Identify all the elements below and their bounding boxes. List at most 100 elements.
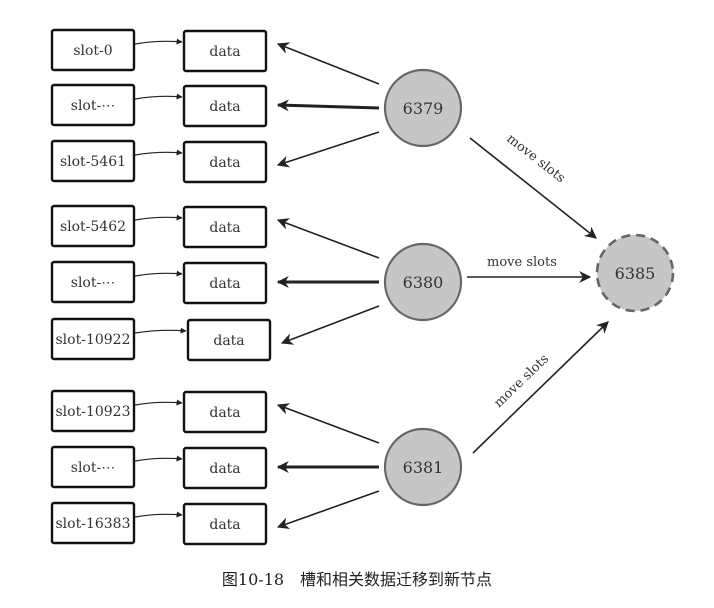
data-box-rect[interactable] bbox=[182, 446, 268, 490]
slot-label: slot-⋯ bbox=[71, 275, 115, 291]
node-6379[interactable]: 6379 bbox=[383, 68, 463, 148]
slot-row: slot-5461 data bbox=[50, 139, 268, 184]
node-label: 6380 bbox=[403, 273, 444, 292]
slot-to-data-arrow bbox=[134, 399, 183, 406]
slot-label: slot-10923 bbox=[56, 404, 131, 420]
slot-to-data-arrow bbox=[134, 455, 183, 462]
slot-label: slot-5461 bbox=[60, 154, 126, 170]
node-circle[interactable] bbox=[383, 242, 463, 322]
slot-box[interactable]: slot-16383 bbox=[50, 501, 136, 545]
slot-row: slot-0 data bbox=[50, 28, 268, 73]
move-arrow-6379 bbox=[469, 137, 597, 239]
source-nodes: 6379 6380 6381 bbox=[383, 68, 463, 507]
slot-box[interactable]: slot-⋯ bbox=[50, 260, 136, 304]
slot-to-data-arrow bbox=[134, 511, 183, 518]
edge-label-6381: move slots bbox=[491, 352, 552, 411]
data-box-rect[interactable] bbox=[182, 261, 268, 305]
data-label: data bbox=[209, 220, 240, 236]
target-node-circle[interactable] bbox=[595, 233, 675, 313]
data-box-rect[interactable] bbox=[182, 205, 268, 249]
node-circle[interactable] bbox=[383, 68, 463, 148]
node-label: 6379 bbox=[403, 99, 444, 118]
slot-to-data-arrow bbox=[134, 38, 183, 45]
node-circle[interactable] bbox=[383, 427, 463, 507]
figure-caption: 图10-18 槽和相关数据迁移到新节点 bbox=[221, 570, 493, 589]
slot-row: slot-16383 data bbox=[50, 501, 268, 546]
data-box-rect[interactable] bbox=[182, 84, 268, 128]
data-box[interactable]: data bbox=[182, 261, 268, 305]
data-box[interactable]: data bbox=[182, 502, 268, 546]
slot-row: slot-10923 data bbox=[50, 389, 268, 434]
node-to-data-arrows bbox=[276, 42, 380, 530]
slot-row: slot-10922 data bbox=[50, 317, 272, 362]
node-to-data-arrow bbox=[276, 403, 380, 444]
node-to-data-arrow bbox=[280, 305, 380, 345]
node-6381[interactable]: 6381 bbox=[383, 427, 463, 507]
slot-box[interactable]: slot-⋯ bbox=[50, 83, 136, 127]
slot-to-data-arrow bbox=[134, 93, 183, 100]
slot-label: slot-10922 bbox=[56, 332, 131, 348]
data-box[interactable]: data bbox=[182, 446, 268, 490]
slot-label: slot-⋯ bbox=[71, 460, 115, 476]
slot-box-rect[interactable] bbox=[50, 139, 136, 183]
edge-label-6379: move slots bbox=[504, 131, 568, 186]
slot-row: slot-⋯ data bbox=[50, 445, 268, 490]
data-box[interactable]: data bbox=[182, 29, 268, 73]
slot-box-rect[interactable] bbox=[50, 445, 136, 489]
slot-box[interactable]: slot-10923 bbox=[50, 389, 136, 433]
slot-row: slot-5462 data bbox=[50, 204, 268, 249]
node-to-data-arrow bbox=[276, 42, 380, 85]
slot-box-rect[interactable] bbox=[50, 28, 136, 72]
data-label: data bbox=[209, 461, 240, 477]
slot-label: slot-⋯ bbox=[71, 98, 115, 114]
data-box[interactable]: data bbox=[182, 205, 268, 249]
slot-label: slot-5462 bbox=[60, 219, 126, 235]
slot-box[interactable]: slot-10922 bbox=[50, 317, 136, 361]
slot-to-data-arrow bbox=[134, 214, 183, 221]
data-box-rect[interactable] bbox=[186, 318, 272, 362]
data-box[interactable]: data bbox=[186, 318, 272, 362]
slot-to-data-arrow bbox=[134, 270, 183, 277]
slot-row: slot-⋯ data bbox=[50, 83, 268, 128]
data-box[interactable]: data bbox=[182, 140, 268, 184]
slot-to-data-arrow bbox=[134, 149, 183, 156]
data-box-rect[interactable] bbox=[182, 140, 268, 184]
edge-6381-6385: move slots bbox=[472, 321, 609, 454]
data-label: data bbox=[213, 333, 244, 349]
data-label: data bbox=[209, 99, 240, 115]
data-box-rect[interactable] bbox=[182, 29, 268, 73]
target-node[interactable]: 6385 bbox=[595, 233, 675, 313]
edge-label-6380: move slots bbox=[487, 255, 557, 270]
node-to-data-arrow bbox=[276, 218, 380, 259]
data-box-rect[interactable] bbox=[182, 502, 268, 546]
edge-6379-6385: move slots bbox=[469, 131, 597, 239]
slot-row: slot-⋯ data bbox=[50, 260, 268, 305]
slot-box-rect[interactable] bbox=[50, 204, 136, 248]
data-box[interactable]: data bbox=[182, 84, 268, 128]
slot-box[interactable]: slot-⋯ bbox=[50, 445, 136, 489]
data-label: data bbox=[209, 405, 240, 421]
slot-box[interactable]: slot-5462 bbox=[50, 204, 136, 248]
node-to-data-arrow bbox=[276, 99, 380, 112]
node-to-data-arrow bbox=[276, 131, 380, 168]
slot-to-data-arrow bbox=[134, 327, 187, 334]
data-box-rect[interactable] bbox=[182, 390, 268, 434]
data-label: data bbox=[209, 44, 240, 60]
target-node-label: 6385 bbox=[615, 264, 656, 283]
edge-6380-6385: move slots bbox=[467, 255, 592, 283]
slot-box[interactable]: slot-5461 bbox=[50, 139, 136, 183]
data-box[interactable]: data bbox=[182, 390, 268, 434]
slot-box-rect[interactable] bbox=[50, 389, 136, 433]
slot-box[interactable]: slot-0 bbox=[50, 28, 136, 72]
slot-box-rect[interactable] bbox=[50, 260, 136, 304]
data-label: data bbox=[209, 276, 240, 292]
data-label: data bbox=[209, 155, 240, 171]
slot-box-rect[interactable] bbox=[50, 501, 136, 545]
slot-box-rect[interactable] bbox=[50, 317, 136, 361]
node-6380[interactable]: 6380 bbox=[383, 242, 463, 322]
slot-box-rect[interactable] bbox=[50, 83, 136, 127]
slot-label: slot-0 bbox=[73, 43, 112, 59]
slot-label: slot-16383 bbox=[56, 516, 131, 532]
